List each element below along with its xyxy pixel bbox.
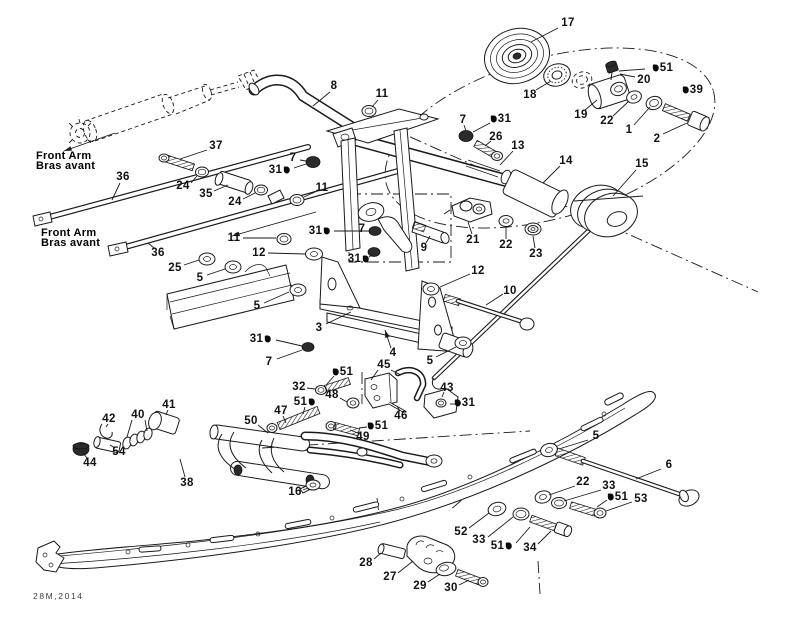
upper-tube-8 xyxy=(248,74,358,133)
sleeve-14 xyxy=(502,169,569,218)
washer-1 xyxy=(645,95,663,111)
lower-bracket-3 xyxy=(319,256,474,358)
nut-20 xyxy=(605,60,619,74)
washer-12-right xyxy=(422,282,440,296)
rod-10 xyxy=(442,293,535,331)
latch-21 xyxy=(443,197,493,223)
pin-9 xyxy=(411,220,450,244)
midleft-fasteners xyxy=(198,105,503,352)
washer-5-right xyxy=(454,336,472,350)
idler-pulley-17 xyxy=(484,27,550,85)
tunnel-rail xyxy=(35,391,656,573)
bottom-right-fasteners xyxy=(487,442,700,538)
axle-hardware-40s xyxy=(72,410,180,456)
washer-22-shaft xyxy=(626,90,642,104)
collar-19 xyxy=(587,60,631,110)
left-slide-channel xyxy=(166,264,295,330)
bottom-center-cluster xyxy=(377,535,489,587)
shock-absorber xyxy=(66,69,261,146)
bolt-37-hardware-set xyxy=(158,153,285,205)
front-arm-weldment xyxy=(325,108,450,272)
clamp-cluster-45 xyxy=(264,366,459,444)
bearing-18 xyxy=(543,63,571,87)
lock-washer xyxy=(571,71,593,89)
washer-23 xyxy=(524,222,542,236)
front-arm-rod-upper-36 xyxy=(32,144,311,227)
bolt-2 xyxy=(661,103,710,132)
washer-22-mid xyxy=(498,215,514,227)
rear-arm-38 xyxy=(209,424,443,494)
